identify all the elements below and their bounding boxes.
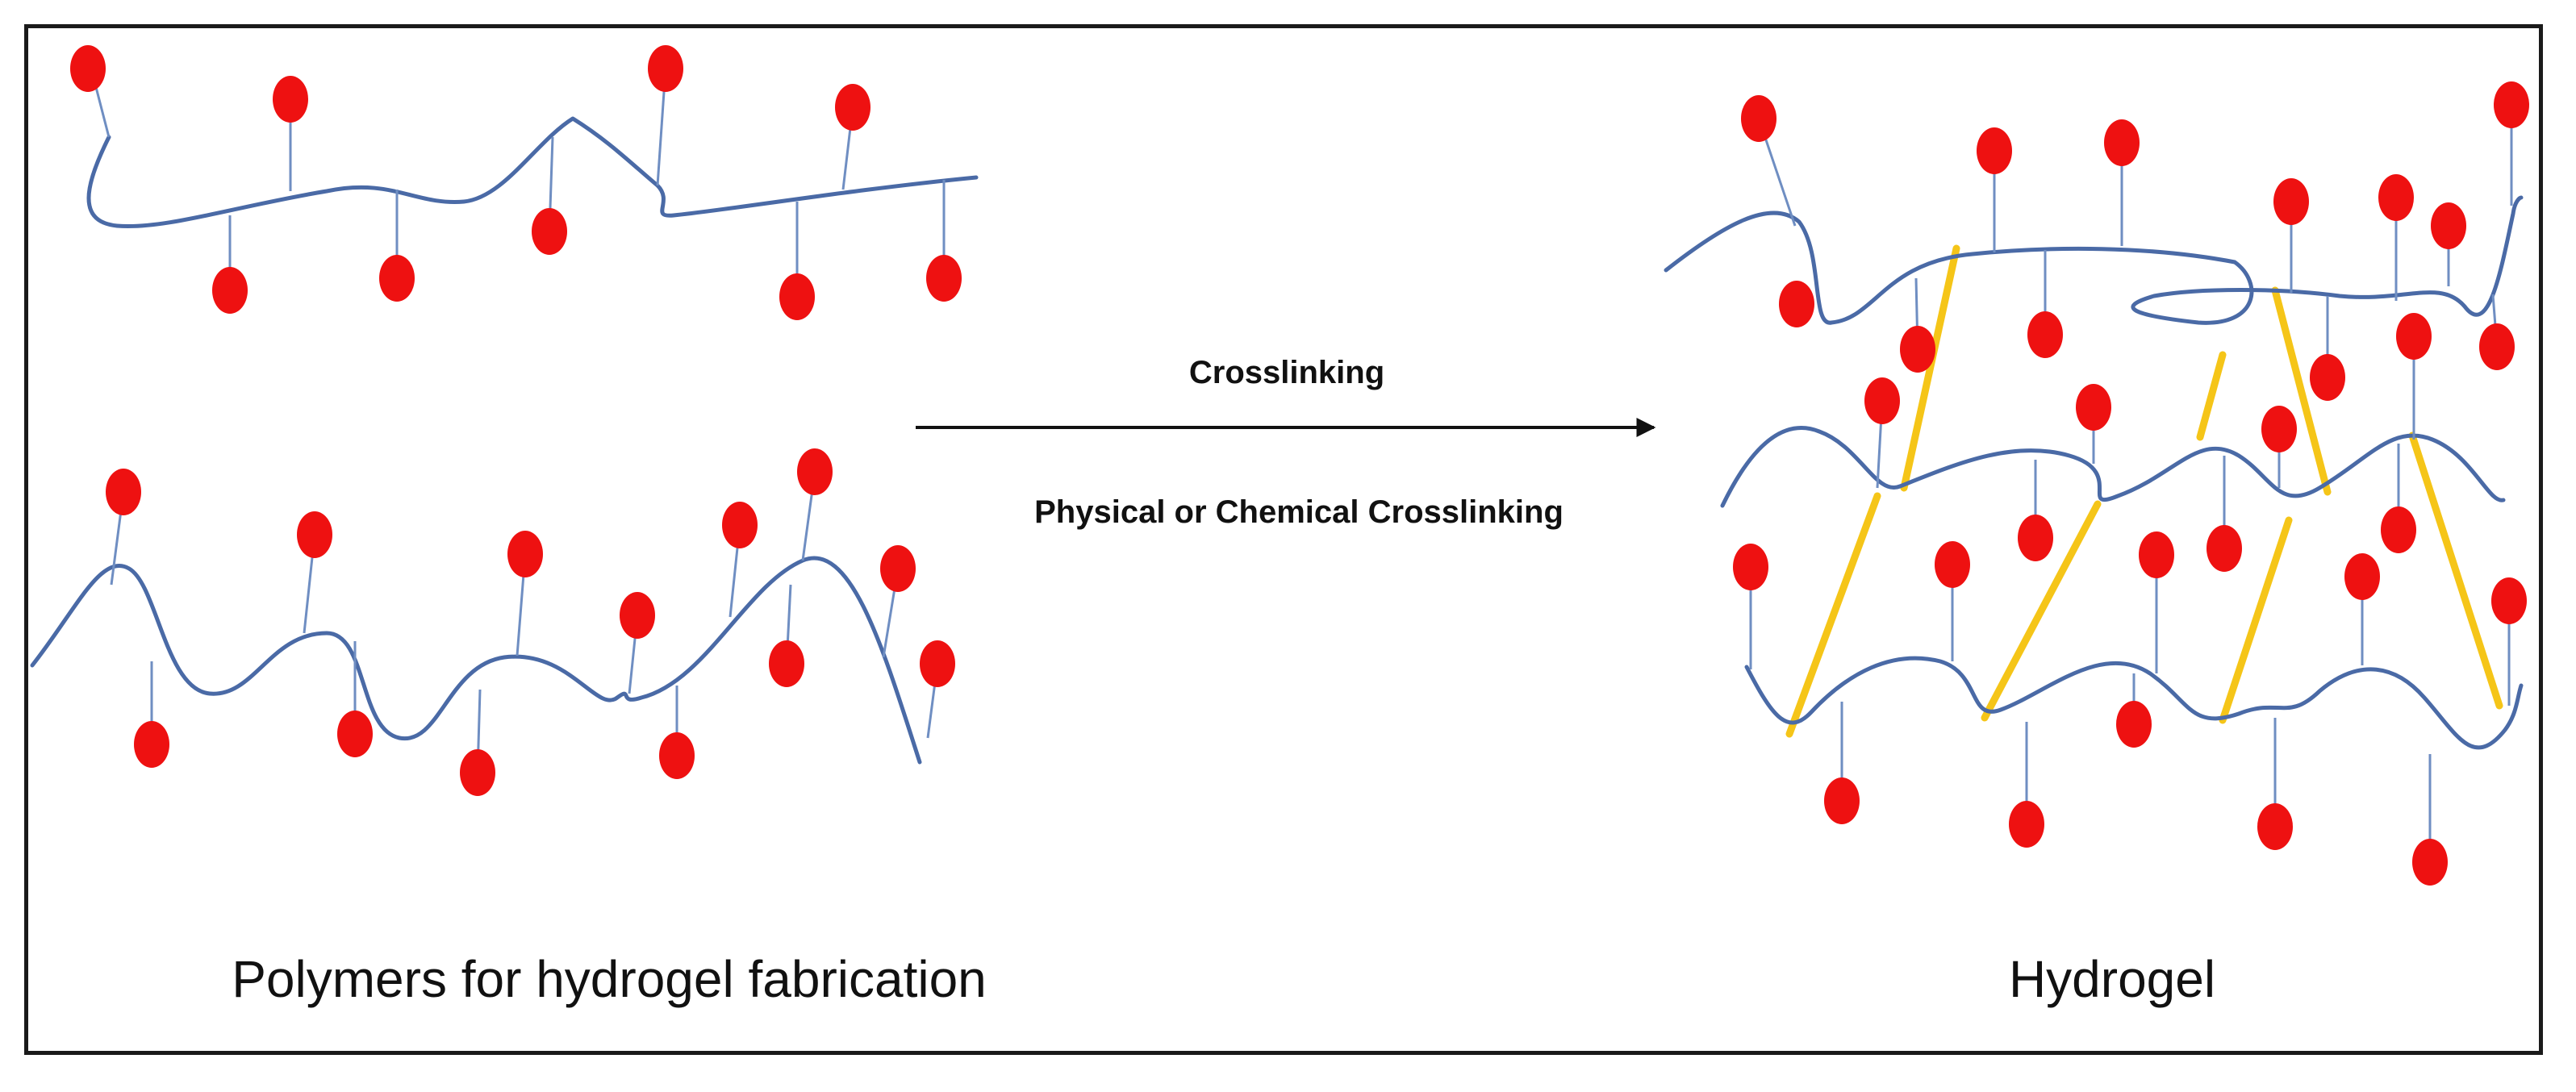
side-group [2139,531,2174,578]
side-group [722,502,758,548]
side-group [2018,515,2053,561]
side-group [507,531,543,577]
side-group [1977,127,2012,174]
side-group [2479,323,2515,370]
hydrogel-diagram [30,45,2529,886]
hydrogel-crosslinks [1785,244,2503,738]
side-group [1935,541,1970,588]
side-group [769,640,804,687]
caption-polymers: Polymers for hydrogel fabrication [232,950,987,1008]
side-group [2261,406,2297,452]
side-group [2273,178,2309,225]
hydrogel-chain-2 [1720,426,2506,508]
side-group [2491,577,2527,624]
side-group [2310,354,2345,401]
side-group [620,592,655,639]
side-group [2207,525,2242,572]
side-group [920,640,955,687]
side-group [648,45,683,92]
side-group [273,76,308,123]
side-group [926,255,962,302]
side-group [2027,311,2063,358]
arrow-label-top: Crosslinking [1188,355,1385,390]
side-group [2378,174,2414,221]
crosslink [2196,351,2227,441]
side-group [2009,801,2044,848]
arrow-label-bottom: Physical or Chemical Crosslinking [1034,494,1564,530]
polymer-chain-bottom [30,556,922,765]
caption-hydrogel: Hydrogel [2008,950,2216,1008]
side-group [1733,544,1768,590]
side-group [460,749,495,796]
side-groups-top-chain [70,45,962,320]
side-group [212,267,248,314]
crosslink [2219,516,2293,724]
side-group [880,545,916,592]
hydrogel-chain-3 [1744,656,2524,750]
side-group [297,511,332,558]
side-group [2344,553,2380,600]
side-group [797,448,833,495]
crosslink [1981,500,2102,722]
side-group [379,255,415,302]
side-group [70,45,106,92]
side-group [2104,119,2140,166]
side-group [106,469,141,515]
side-group [2257,803,2293,850]
side-group [337,711,373,757]
side-group [1741,95,1776,142]
side-group [134,721,169,768]
hydrogel-side-groups [1733,81,2529,886]
side-group [2431,202,2466,249]
side-group [2412,839,2448,886]
side-group [659,732,695,779]
crosslink [1900,244,1960,492]
side-group [2381,506,2416,553]
side-groups-bottom-chain [106,448,955,796]
side-group [835,84,870,131]
side-group [1824,777,1860,824]
side-group [779,273,815,320]
side-group [2116,701,2152,748]
side-group [2494,81,2529,128]
figure-frame: Crosslinking Physical or Chemical Crossl… [24,24,2543,1055]
side-group [2076,384,2111,431]
side-group [1900,326,1935,373]
crosslink [2408,431,2503,710]
polymer-chain-top [86,116,979,229]
hydrogel-chain-1 [1664,195,2524,325]
crosslink [1785,492,1881,738]
side-group [2396,313,2432,360]
side-group [1779,281,1814,327]
side-group [532,208,567,255]
crosslink [2271,286,2332,496]
side-group [1864,377,1900,424]
